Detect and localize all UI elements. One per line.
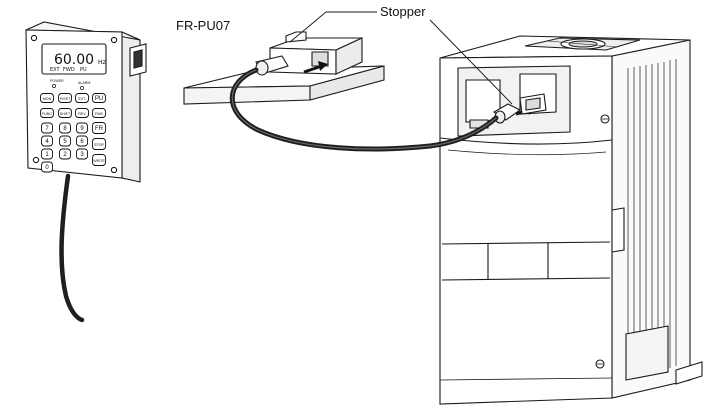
key-func[interactable]: FUNC [40, 108, 54, 118]
key-num-6-label: 6 [80, 139, 84, 145]
key-num-3-label: 3 [80, 152, 84, 158]
display-unit: Hz [98, 59, 106, 66]
display-readout: 60.00 [54, 52, 94, 68]
stopper-label: Stopper [380, 4, 426, 19]
key-num-5-label: 5 [63, 139, 67, 145]
key-num-1[interactable]: 1 [41, 148, 53, 160]
key-func-label: FUNC [42, 112, 52, 116]
key-num-8-label: 8 [63, 126, 67, 132]
key-fr[interactable]: FR [92, 122, 106, 134]
panel-cable [59, 173, 85, 323]
key-num-2[interactable]: 2 [59, 148, 71, 160]
key-num-9-label: 9 [80, 126, 84, 132]
heatsink-fins [627, 59, 677, 378]
key-pu[interactable]: PU [92, 93, 106, 103]
indicator-pu: PU [80, 67, 87, 73]
key-num-9[interactable]: 9 [76, 122, 88, 134]
key-num-5[interactable]: 5 [59, 135, 71, 147]
key-ext[interactable]: EXT [75, 93, 89, 103]
key-num-7-label: 7 [45, 126, 49, 132]
power-led-label: POWER [50, 79, 64, 83]
key-num-8[interactable]: 8 [59, 122, 71, 134]
key-num-4[interactable]: 4 [41, 135, 53, 147]
key-mon-label: MON [43, 97, 52, 101]
stopper-leader-lines [289, 11, 513, 105]
key-shift[interactable]: SHIFT [58, 108, 72, 118]
key-num-0-label: 0 [45, 165, 49, 171]
alarm-led-label: ALARM [78, 81, 90, 85]
key-fr-label: FR [95, 126, 104, 132]
key-prset-label: PrSET [60, 97, 71, 101]
power-led-icon [52, 84, 56, 88]
key-stop-label: STOP [94, 143, 104, 147]
key-num-2-label: 2 [63, 152, 67, 158]
key-fwd-label: FWD [95, 112, 104, 116]
connector-board [183, 31, 385, 105]
insert-direction-arrow-board [303, 61, 328, 74]
model-label: FR-PU07 [176, 18, 230, 33]
indicator-fwd: FWD [63, 67, 75, 73]
key-write[interactable]: WRITE [92, 154, 106, 166]
alarm-led-icon [80, 86, 84, 90]
connection-cable [229, 67, 499, 152]
key-fwd[interactable]: FWD [92, 108, 106, 118]
key-mon[interactable]: MON [40, 93, 54, 103]
key-prset[interactable]: PrSET [58, 93, 72, 103]
key-rev[interactable]: REV [75, 108, 89, 118]
key-pu-label: PU [95, 96, 103, 102]
key-ext-label: EXT [79, 97, 87, 101]
key-shift-label: SHIFT [60, 112, 71, 116]
cooling-fan [524, 37, 641, 51]
inverter-unit [439, 35, 703, 405]
key-num-0[interactable]: 0 [41, 161, 53, 173]
key-num-1-label: 1 [45, 152, 49, 158]
key-stop[interactable]: STOP [92, 138, 106, 150]
key-rev-label: REV [78, 112, 86, 116]
key-num-3[interactable]: 3 [76, 148, 88, 160]
key-num-6[interactable]: 6 [76, 135, 88, 147]
inverter-plug [492, 93, 547, 124]
key-num-7[interactable]: 7 [41, 122, 53, 134]
keypad: MON PrSET EXT PU FUNC SHIFT REV FWD 7 8 9 4 5 6 1 2 3 0 FR… [40, 93, 106, 173]
key-write-label: WRITE [93, 159, 105, 163]
indicator-ext: EXT [50, 67, 60, 73]
key-num-4-label: 4 [45, 139, 49, 145]
